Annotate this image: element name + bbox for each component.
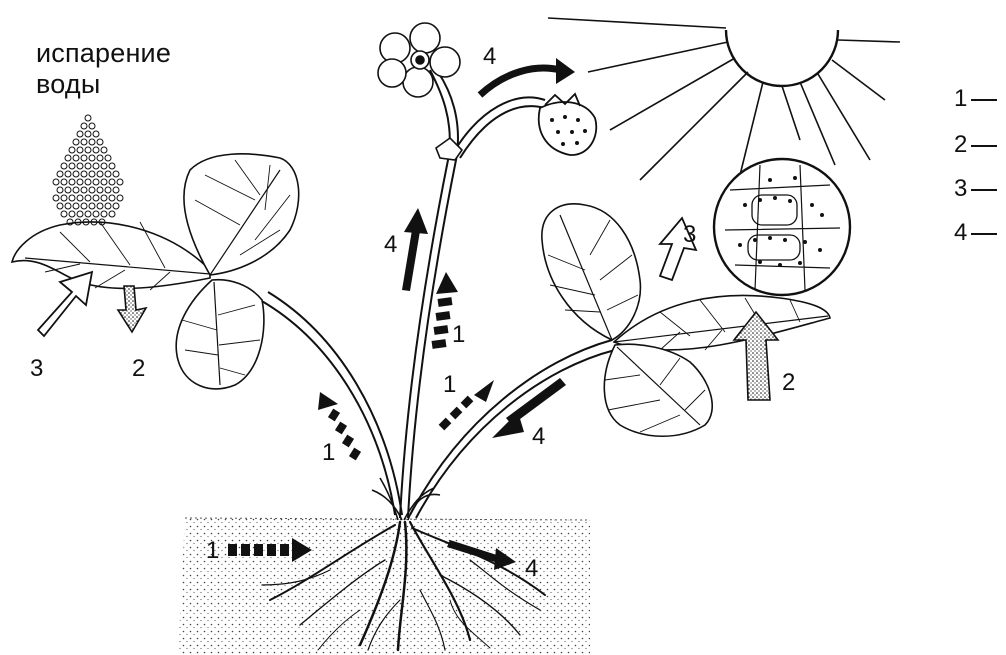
legend-row-2: 2 [954,132,997,158]
legend-key: 1 [954,85,967,112]
label-stem-down: 4 [384,232,397,258]
legend-row-3: 3 [954,176,997,202]
arrow-left-o2 [118,286,146,332]
legend-key: 3 [954,175,967,202]
water-vapor-dots [53,115,123,225]
cell-magnifier [714,159,850,295]
legend-dash [971,99,997,101]
label-root-out: 4 [525,556,538,582]
arrow-left-co2 [38,272,92,336]
left-leaf-cluster [12,154,299,389]
label-right-petiole: 1 [443,372,456,398]
sun [548,18,900,180]
legend-row-4: 4 [954,220,997,246]
arrow-stem-down [402,208,428,291]
label-right-leaf-down: 4 [532,424,545,450]
caption-line-2: воды [36,69,171,100]
legend-row-1: 1 [954,86,997,112]
caption-line-1: испарение [36,38,171,69]
legend-key: 4 [954,219,967,246]
legend-dash [971,189,997,191]
legend-key: 2 [954,131,967,158]
strawberry [539,94,597,155]
label-left-co2: 3 [30,356,43,382]
arrow-right-leaf-down [492,378,566,438]
plant-base [372,478,440,520]
label-fruit: 4 [483,44,496,70]
legend-dash [971,145,997,147]
label-right-sun: 3 [683,222,696,248]
label-left-petiole: 1 [322,440,335,466]
label-right-co2: 2 [782,370,795,396]
label-stem-up: 1 [452,322,465,348]
label-root-in: 1 [206,538,219,564]
label-left-o2: 2 [132,356,145,382]
legend-dash [971,233,997,235]
evaporation-caption: испарение воды [36,38,171,100]
